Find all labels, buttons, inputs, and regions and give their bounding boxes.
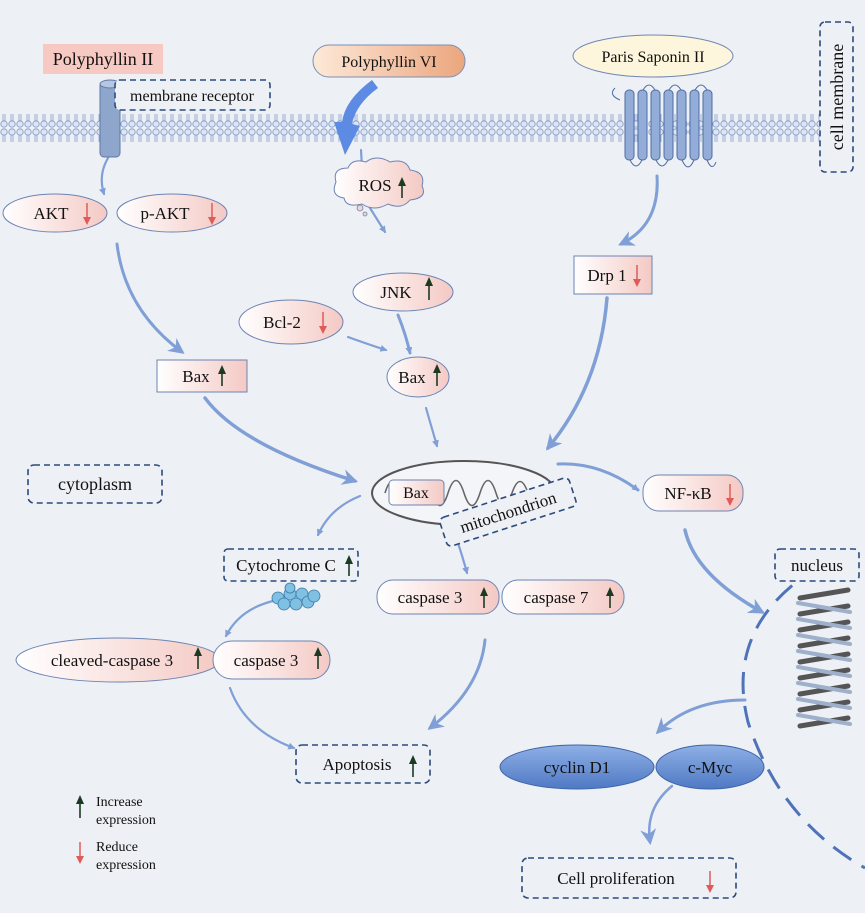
arrow-mito-cytc: [316, 494, 362, 537]
svg-text:cytoplasm: cytoplasm: [58, 474, 132, 494]
svg-text:ROS: ROS: [358, 176, 391, 195]
node-cell-proliferation: Cell proliferation: [521, 857, 737, 899]
arrow-psii-drp1: [618, 174, 659, 246]
cytoplasm-label: cytoplasm: [27, 464, 163, 504]
reduce-arrow-icon-cell-proliferation: [706, 871, 714, 893]
arrow-baxmid-mitochondrion: [424, 406, 439, 448]
node-bax-left: Bax: [156, 359, 248, 393]
arrow-receptor-akt: [98, 156, 110, 196]
node-apoptosis: Apoptosis: [295, 744, 431, 784]
reduce-arrow-icon-legend: [76, 842, 84, 864]
svg-text:Bax: Bax: [398, 368, 426, 387]
node-cyclin-d1: cyclin D1: [499, 744, 655, 790]
increase-arrow-icon-legend: [76, 795, 84, 818]
arrow-pvi-membrane: [334, 80, 378, 155]
svg-text:Bax: Bax: [403, 485, 429, 502]
svg-text:caspase 7: caspase 7: [524, 588, 589, 607]
increase-arrow-icon-bax-mid: [433, 364, 441, 386]
svg-text:c-Myc: c-Myc: [688, 758, 733, 777]
increase-arrow-icon-ros: [398, 177, 406, 198]
reduce-arrow-icon-bcl2: [319, 312, 327, 334]
drug-polyphyllin-ii: Polyphyllin II: [43, 44, 163, 74]
reduce-arrow-icon-akt: [83, 203, 91, 225]
dna-helix-icon: [796, 587, 852, 729]
increase-arrow-icon-bax-left: [218, 365, 226, 386]
arrow-drp1-mitochondrion: [545, 296, 609, 451]
legend-increase-line1: Increase: [96, 795, 143, 810]
node-akt: AKT: [2, 193, 108, 233]
svg-text:JNK: JNK: [380, 283, 412, 302]
node-drp1: Drp 1: [573, 255, 653, 295]
svg-text:Cytochrome C: Cytochrome C: [236, 556, 336, 575]
membrane-receptor-label: membrane receptor: [114, 79, 271, 111]
svg-text:Cell proliferation: Cell proliferation: [557, 869, 675, 888]
increase-arrow-icon-cytochrome-c: [345, 555, 353, 576]
node-caspase3-mid: caspase 3: [376, 579, 500, 615]
svg-text:p-AKT: p-AKT: [140, 204, 190, 223]
svg-text:Polyphyllin VI: Polyphyllin VI: [341, 54, 436, 71]
legend-reduce-line2: expression: [96, 858, 156, 873]
arrow-mito-nfkb: [556, 462, 640, 492]
node-caspase3-left: caspase 3: [212, 640, 331, 680]
increase-arrow-icon-caspase3-left: [314, 647, 322, 669]
drug-paris-saponin-ii: Paris Saponin II: [572, 34, 734, 78]
svg-text:cell membrane: cell membrane: [827, 44, 847, 150]
increase-arrow-icon-apoptosis: [409, 755, 417, 777]
svg-text:Paris Saponin II: Paris Saponin II: [601, 49, 704, 66]
reduce-arrow-icon-p-akt: [208, 203, 216, 225]
arrow-nucleus-cyclin: [655, 698, 747, 735]
drug-polyphyllin-vi: Polyphyllin VI: [312, 44, 466, 78]
arrow-bax-mitochondrion: [203, 396, 359, 485]
arrow-akt-bax: [115, 242, 185, 354]
arrow-cytc-cleaved: [224, 598, 279, 638]
reduce-arrow-icon-drp1: [633, 265, 641, 287]
node-bax-mid: Bax: [386, 356, 450, 398]
nucleus-label: nucleus: [774, 548, 860, 582]
increase-arrow-icon-caspase7: [606, 587, 614, 608]
node-bcl2: Bcl-2: [238, 299, 344, 345]
arrow-bcl2-bax: [346, 335, 388, 352]
svg-text:Bax: Bax: [182, 367, 210, 386]
nucleus-boundary: [741, 548, 865, 870]
arrow-cleaved-apoptosis: [228, 686, 296, 750]
node-caspase7: caspase 7: [501, 579, 625, 615]
node-p-akt: p-AKT: [116, 193, 228, 233]
increase-arrow-icon-caspase3-mid: [480, 587, 488, 608]
svg-text:Polyphyllin II: Polyphyllin II: [53, 49, 154, 69]
legend-reduce-line1: Reduce: [96, 840, 138, 855]
node-cleaved-caspase3: cleaved-caspase 3: [15, 637, 221, 683]
increase-arrow-icon-cleaved-caspase3: [194, 647, 202, 669]
svg-text:cleaved-caspase 3: cleaved-caspase 3: [51, 651, 173, 670]
svg-text:membrane receptor: membrane receptor: [130, 88, 255, 105]
svg-text:NF-κB: NF-κB: [664, 484, 711, 503]
svg-text:cyclin D1: cyclin D1: [544, 758, 611, 777]
svg-text:Drp 1: Drp 1: [587, 266, 626, 285]
arrow-jnk-bax: [396, 313, 413, 355]
svg-text:AKT: AKT: [34, 204, 70, 223]
node-bax-mito: Bax: [388, 479, 445, 506]
arrow-myc-proliferation: [640, 784, 674, 846]
arrow-ros-jnk: [368, 206, 387, 234]
svg-text:Apoptosis: Apoptosis: [323, 755, 392, 774]
cytochrome-molecules: [271, 582, 321, 611]
svg-text:caspase 3: caspase 3: [398, 588, 463, 607]
cell-membrane-label: cell membrane: [819, 21, 854, 173]
node-jnk: JNK: [352, 272, 454, 312]
svg-text:nucleus: nucleus: [791, 556, 843, 575]
node-nfkb: NF-κB: [642, 474, 744, 512]
legend-increase-line2: expression: [96, 813, 156, 828]
increase-arrow-icon-jnk: [425, 277, 433, 300]
seven-tm-receptor: [611, 84, 717, 168]
node-c-myc: c-Myc: [655, 744, 765, 790]
reduce-arrow-icon-nfkb: [726, 484, 734, 506]
legend: Increase expression Reduce expression: [96, 795, 156, 873]
arrow-nfkb-nucleus: [683, 528, 765, 614]
svg-text:Bcl-2: Bcl-2: [263, 313, 301, 332]
node-cytochrome-c: Cytochrome C: [223, 548, 359, 582]
node-ros: ROS: [333, 157, 424, 217]
svg-text:caspase 3: caspase 3: [234, 651, 299, 670]
arrow-caspase-apoptosis: [427, 638, 487, 730]
